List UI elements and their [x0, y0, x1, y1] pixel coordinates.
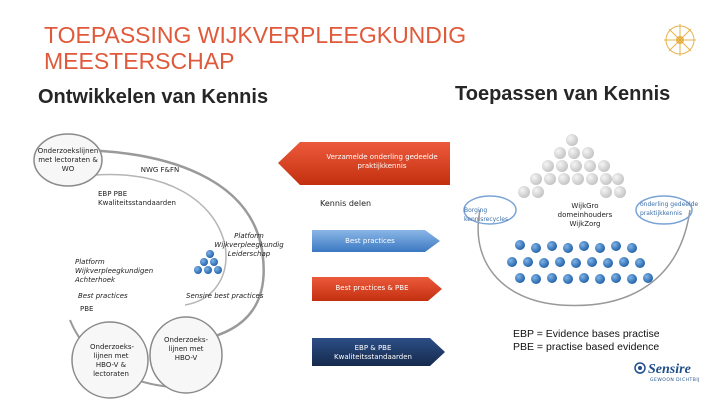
right-circle-outline: [477, 209, 691, 307]
sensire-tagline: GEWOON DICHTBIJ: [650, 378, 700, 383]
oval-bottom-left: [71, 321, 149, 399]
footnote-ebp: EBP = Evidence bases practise: [513, 328, 660, 340]
sensire-logo: Sensire: [648, 362, 691, 377]
footnote-pbe: PBE = practise based evidence: [513, 341, 660, 353]
platform-leadership-label: Platform Wijkverpleegkundig Leiderschap: [214, 232, 284, 258]
arrow-best-practices-pbe-label: Best practices & PBE: [335, 284, 409, 292]
arrow-best-practices-label: Best practices: [345, 237, 395, 245]
arrow-verzamelde-label: Verzamelde onderling gedeelde praktijkke…: [326, 153, 438, 170]
ball-pyramid-small: [194, 250, 222, 274]
sensire-logo-mark-icon: [634, 362, 646, 374]
sensire-best-practices-label: Sensire best practices: [186, 292, 264, 300]
platform-achterhoek-label: Platform Wijkverpleegkundigen Achterhoek: [75, 258, 154, 284]
oval-bottom-left-label: Onderzoeks-lijnen met HBO-V & lectoraten: [90, 343, 135, 378]
pbe-label: PBE: [80, 305, 94, 313]
oval-bottom-mid: [149, 316, 223, 394]
subtitle-left: Ontwikkelen van Kennis: [38, 86, 269, 108]
star-emblem-icon: [664, 24, 696, 56]
borging-oval: [463, 195, 517, 225]
onderling-label: onderling gedeelde praktijkkennis: [640, 201, 699, 217]
arrow-best-practices-pbe: [312, 277, 442, 301]
ebp-block-label: EBP PBE Kwaliteitsstandaarden: [98, 190, 176, 207]
wijkgro-label: WijkGro domeinhouders WijkZorg: [557, 202, 613, 228]
curve-inner: [94, 173, 227, 306]
arrow-verzamelde: [278, 142, 450, 185]
arrow-best-practices: [312, 230, 440, 252]
grey-ball-pyramid: [518, 134, 626, 198]
subtitle-right: Toepassen van Kennis: [455, 83, 671, 105]
kennis-delen-label: Kennis delen: [320, 199, 372, 208]
oval-top-left: [33, 133, 103, 187]
curve-top: [69, 148, 265, 342]
slide-title: TOEPASSING WIJKVERPLEEGKUNDIG MEESTERSCH…: [44, 22, 467, 74]
best-practices-left-label: Best practices: [78, 292, 128, 300]
blue-ball-field: [507, 240, 653, 284]
borging-label: Borging kennisrecycles: [464, 207, 509, 223]
oval-bottom-mid-label: Onderzoeks-lijnen met HBO-V: [164, 336, 209, 362]
oval-top-left-label: Onderzoekslijnen met lectoraten & WO: [37, 147, 99, 173]
arrow-ebp-pbe: [312, 338, 445, 366]
nwg-label: NWG F&FN: [140, 166, 180, 174]
arrow-ebp-pbe-label: EBP & PBE Kwaliteitsstandaarden: [334, 344, 412, 361]
onderling-oval: [635, 195, 693, 225]
